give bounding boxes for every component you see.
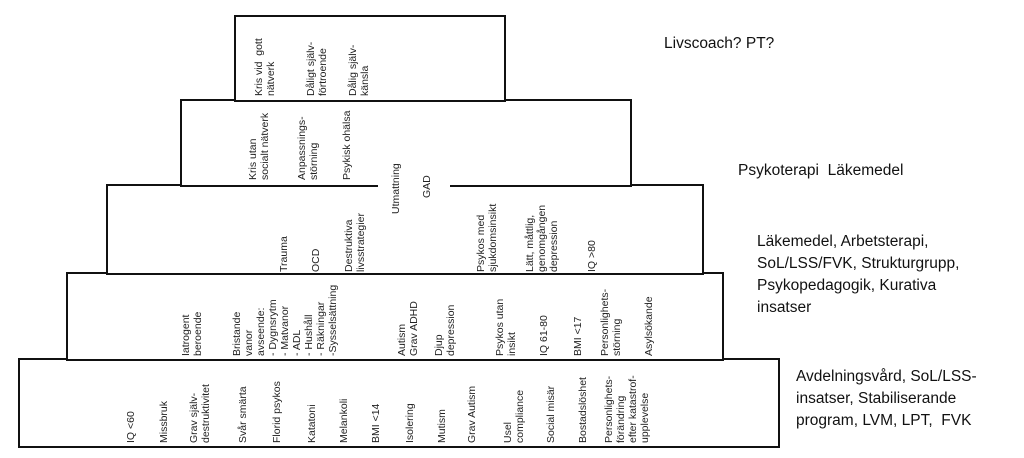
- tier-item: IQ >80: [586, 240, 598, 272]
- tier-item: Bristande vanor avseende: - Dygnsrytm - …: [231, 284, 339, 356]
- tier-3-border-gap: [378, 182, 450, 188]
- tier-2-side-label: Psykoterapi Läkemedel: [738, 162, 904, 179]
- tier-item: BMI <14: [370, 403, 382, 443]
- tier-item: Bostadslöshet: [577, 377, 589, 443]
- tier-2-box: [180, 99, 632, 187]
- tier-3-side-label: Läkemedel, Arbetsterapi, SoL/LSS/FVK, St…: [757, 233, 960, 316]
- tier-item: Isolering: [404, 403, 416, 443]
- tier-1-side-label: Livscoach? PT?: [664, 35, 775, 52]
- tier-item: Dålig själv- känsla: [347, 44, 371, 96]
- tier-item: Svår smärta: [237, 386, 249, 443]
- tier-item: Missbruk: [158, 400, 170, 443]
- tier-item: Grav Autism: [466, 385, 478, 443]
- tier-item: GAD: [421, 175, 433, 198]
- tier-item: Melankoli: [338, 398, 350, 443]
- tier-3-box: [106, 184, 704, 275]
- tier-item: Personlighets- förändring efter katastro…: [603, 375, 651, 443]
- tier-item: Florid psykos: [271, 381, 283, 443]
- tier-item: Grav själv- destruktivitet: [188, 384, 212, 443]
- tier-5-side-label: Avdelningsvård, SoL/LSS- insatser, Stabi…: [796, 368, 977, 429]
- tier-item: Katatoni: [306, 404, 318, 443]
- tier-4-box: [66, 272, 724, 361]
- tier-item: Usel compliance: [502, 389, 526, 443]
- tier-item: Asylsökande: [643, 296, 655, 356]
- tier-1-box: [234, 15, 506, 102]
- tier-item: Social misär: [545, 385, 557, 443]
- tier-item: IQ <60: [125, 411, 137, 443]
- tier-item: Mutism: [436, 409, 448, 443]
